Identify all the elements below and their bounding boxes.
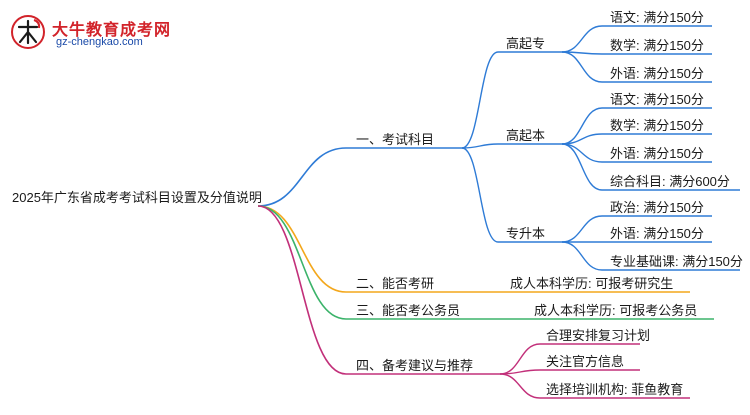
tip-3: 选择培训机构: 菲鱼教育 [546, 382, 684, 397]
subject-leaf-connector-2-4 [561, 143, 603, 191]
tip-connector-3 [499, 373, 541, 399]
tip-connector-2 [499, 369, 541, 375]
logo-title: 大牛教育成考网 [52, 20, 172, 39]
branch-connector-3 [257, 205, 347, 320]
subject-leaf-2-2: 数学: 满分150分 [610, 118, 704, 133]
subject-leaf-1-1: 语文: 满分150分 [610, 10, 704, 25]
subject-leaf-1-3: 外语: 满分150分 [610, 66, 704, 81]
branch-4-label: 四、备考建议与推荐 [356, 358, 474, 373]
logo-url[interactable]: gz-chengkao.com [56, 36, 143, 48]
site-logo[interactable]: 大牛教育成考网 gz-chengkao.com [10, 14, 170, 54]
subject-leaf-3-1: 政治: 满分150分 [610, 200, 704, 215]
branch-1-label: 一、考试科目 [356, 132, 435, 147]
root-node: 2025年广东省成考考试科目设置及分值说明 [12, 190, 262, 205]
subject-leaf-1-2: 数学: 满分150分 [610, 38, 704, 53]
subject-leaf-connector-2-3 [561, 143, 603, 163]
subject-group-1-label: 高起专 [506, 36, 546, 51]
subject-leaf-connector-1-1 [561, 25, 603, 53]
subject-leaf-2-4: 综合科目: 满分600分 [610, 174, 730, 189]
tip-2: 关注官方信息 [546, 354, 625, 369]
subject-leaf-connector-2-1 [561, 107, 603, 145]
branch-3-leaf: 成人本科学历: 可报考公务员 [534, 303, 698, 318]
branch-connector-2 [257, 205, 347, 293]
branch-3-label: 三、能否考公务员 [356, 303, 461, 318]
tip-connector-1 [499, 343, 541, 375]
subject-leaf-2-1: 语文: 满分150分 [610, 92, 704, 107]
subject-leaf-connector-3-3 [561, 241, 603, 271]
subject-leaf-3-3: 专业基础课: 满分150分 [610, 254, 743, 269]
branch-connector-1 [257, 147, 347, 207]
branch-2-leaf: 成人本科学历: 可报考研究生 [510, 276, 674, 291]
subject-group-2-label: 高起本 [506, 128, 546, 143]
branch-2-label: 二、能否考研 [356, 276, 435, 291]
subject-group-connector-2 [461, 143, 499, 149]
subject-leaf-connector-1-3 [561, 51, 603, 83]
subject-group-3-label: 专升本 [506, 226, 546, 241]
branch-connector-4 [257, 205, 347, 375]
subject-leaf-2-3: 外语: 满分150分 [610, 146, 704, 161]
subject-group-connector-1 [461, 51, 499, 149]
subject-leaf-3-2: 外语: 满分150分 [610, 226, 704, 241]
subject-group-connector-3 [461, 147, 499, 243]
logo-mascot-icon [11, 15, 45, 49]
tip-1: 合理安排复习计划 [546, 328, 651, 343]
subject-leaf-connector-3-1 [561, 215, 603, 243]
